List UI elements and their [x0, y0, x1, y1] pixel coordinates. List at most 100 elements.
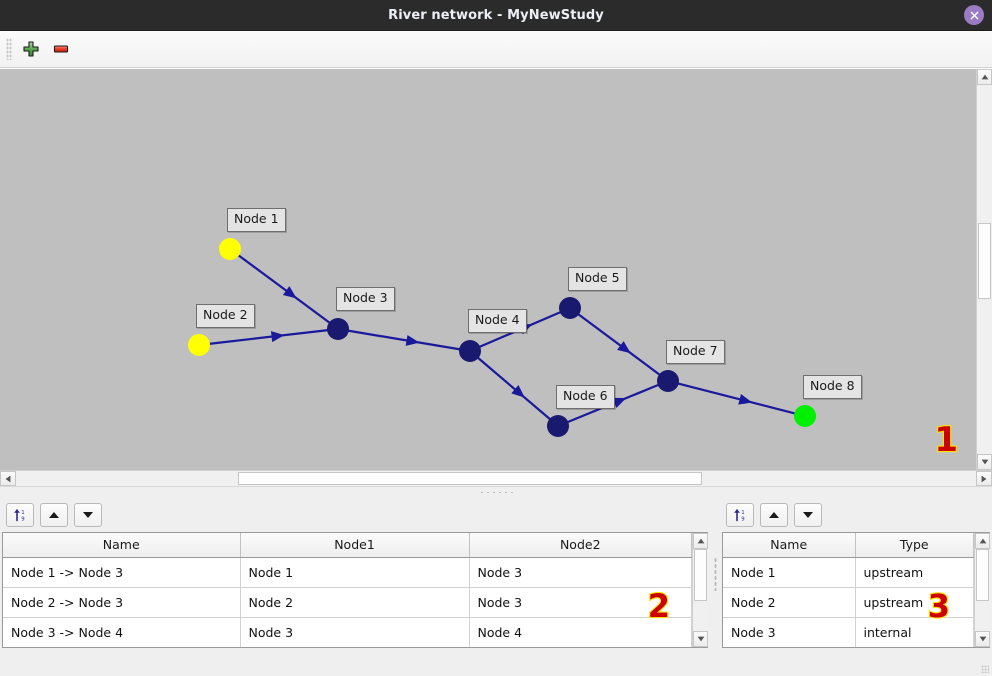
- nodes-cell[interactable]: upstream: [855, 557, 974, 588]
- graph-node-node-4[interactable]: [459, 340, 481, 362]
- edge-arrow-icon: [738, 393, 753, 405]
- reaches-cell[interactable]: Node 1: [240, 557, 470, 588]
- node-label-node-2[interactable]: Node 2: [196, 304, 255, 328]
- reaches-vertical-scrollbar[interactable]: [692, 533, 708, 647]
- scroll-up-icon[interactable]: [975, 533, 990, 549]
- annotation-1: 1: [933, 419, 959, 461]
- node-label-node-7[interactable]: Node 7: [666, 340, 725, 364]
- svg-text:9: 9: [21, 517, 25, 523]
- reaches-cell[interactable]: Node 3: [469, 587, 692, 618]
- edge-Node3-to-Node4[interactable]: [347, 329, 461, 351]
- vertical-splitter[interactable]: [710, 498, 720, 650]
- reaches-cell[interactable]: Node 4: [469, 617, 692, 647]
- reaches-vscroll-thumb[interactable]: [694, 549, 707, 601]
- node-label-node-1[interactable]: Node 1: [227, 208, 286, 232]
- canvas-vertical-scrollbar[interactable]: [976, 69, 992, 470]
- arrow-down-icon[interactable]: [794, 503, 822, 527]
- nodes-column-header[interactable]: Type: [855, 533, 974, 558]
- nodes-cell[interactable]: Node 3: [723, 617, 856, 647]
- edge-arrow-icon: [612, 397, 627, 409]
- scroll-down-icon[interactable]: [975, 631, 990, 647]
- graph-node-node-8[interactable]: [794, 405, 816, 427]
- reaches-cell[interactable]: Node 3 -> Node 4: [3, 617, 241, 647]
- graph-node-node-2[interactable]: [188, 334, 210, 356]
- canvas-vscroll-thumb[interactable]: [978, 223, 991, 299]
- nodes-cell[interactable]: Node 1: [723, 557, 856, 588]
- reaches-column-header[interactable]: Node2: [469, 533, 692, 558]
- scroll-up-icon[interactable]: [693, 533, 708, 549]
- node-label-node-3[interactable]: Node 3: [336, 287, 395, 311]
- toolbar-drag-handle[interactable]: [6, 38, 12, 60]
- horizontal-splitter[interactable]: [0, 486, 992, 498]
- edge-Node1-to-Node3[interactable]: [237, 254, 331, 324]
- reaches-cell[interactable]: Node 2: [240, 587, 470, 618]
- add-plus-icon[interactable]: [18, 36, 44, 62]
- nodes-vscroll-thumb[interactable]: [976, 549, 989, 601]
- scroll-down-icon[interactable]: [693, 631, 708, 647]
- reaches-column-header[interactable]: Name: [3, 533, 241, 558]
- canvas-vscroll-track[interactable]: [977, 85, 992, 454]
- scroll-right-icon[interactable]: [976, 471, 992, 486]
- nodes-vscroll-track[interactable]: [975, 549, 990, 631]
- window-title: River network - MyNewStudy: [388, 7, 604, 23]
- nodes-column-header[interactable]: Name: [723, 533, 856, 558]
- arrow-down-icon[interactable]: [74, 503, 102, 527]
- graph-node-node-5[interactable]: [559, 297, 581, 319]
- scroll-down-icon[interactable]: [977, 454, 992, 470]
- nodes-vertical-scrollbar[interactable]: [974, 533, 990, 647]
- graph-node-node-1[interactable]: [219, 238, 241, 260]
- edge-Node5-to-Node7[interactable]: [577, 313, 661, 376]
- scroll-up-icon[interactable]: [977, 69, 992, 85]
- canvas-hscroll-track[interactable]: [16, 471, 976, 486]
- edge-Node7-to-Node8[interactable]: [677, 382, 796, 415]
- reaches-cell[interactable]: Node 2 -> Node 3: [3, 587, 241, 618]
- graph-node-node-6[interactable]: [547, 415, 569, 437]
- canvas-hscroll-thumb[interactable]: [238, 472, 702, 485]
- edge-Node4-to-Node6[interactable]: [476, 356, 552, 421]
- edge-Node2-to-Node3[interactable]: [208, 329, 329, 345]
- node-label-node-8[interactable]: Node 8: [803, 375, 862, 399]
- splitter-grip-icon: [479, 491, 513, 494]
- scroll-left-icon[interactable]: [0, 471, 16, 486]
- node-label-node-4[interactable]: Node 4: [468, 309, 527, 333]
- reaches-cell[interactable]: Node 3: [469, 557, 692, 588]
- resize-grip-icon[interactable]: [981, 665, 989, 673]
- sort-icon[interactable]: 1 9: [6, 503, 34, 527]
- reaches-vscroll-track[interactable]: [693, 549, 708, 631]
- remove-icon[interactable]: [48, 36, 74, 62]
- canvas-horizontal-scrollbar[interactable]: [0, 470, 992, 486]
- arrow-up-icon[interactable]: [760, 503, 788, 527]
- reaches-cell[interactable]: Node 1 -> Node 3: [3, 557, 241, 588]
- graph-node-node-3[interactable]: [327, 318, 349, 340]
- nodes-cell[interactable]: internal: [855, 617, 974, 647]
- nodes-toolbar: 1 9: [720, 498, 992, 532]
- reaches-column-header[interactable]: Node1: [240, 533, 470, 558]
- svg-text:1: 1: [21, 510, 24, 516]
- svg-text:1: 1: [741, 510, 744, 516]
- node-label-node-6[interactable]: Node 6: [556, 385, 615, 409]
- close-icon[interactable]: [964, 5, 984, 25]
- node-label-node-5[interactable]: Node 5: [568, 267, 627, 291]
- nodes-cell[interactable]: Node 2: [723, 587, 856, 618]
- arrow-up-icon[interactable]: [40, 503, 68, 527]
- reaches-cell[interactable]: Node 3: [240, 617, 470, 647]
- network-diagram-canvas[interactable]: Node 1 Node 2 Node 3 Node 4 Node 5 Node 6 Node…: [0, 69, 976, 470]
- graph-node-node-7[interactable]: [657, 370, 679, 392]
- sort-icon[interactable]: 1 9: [726, 503, 754, 527]
- nodes-cell[interactable]: upstream: [855, 587, 974, 618]
- window-footer: [0, 650, 992, 676]
